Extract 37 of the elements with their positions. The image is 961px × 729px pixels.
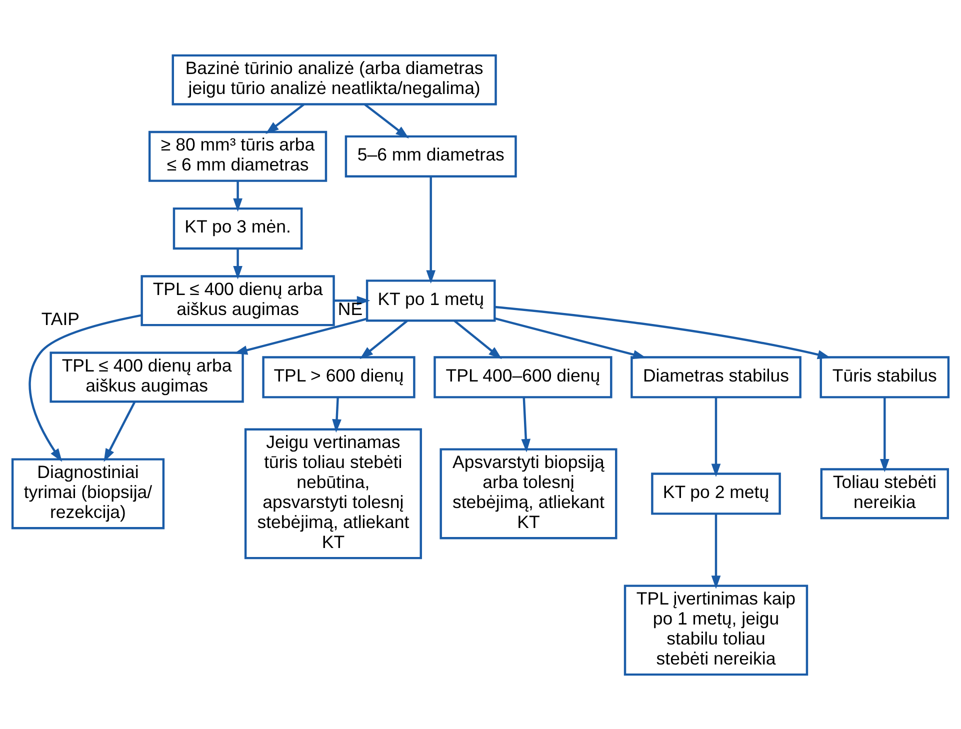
edge-label: TAIP <box>41 308 80 329</box>
node-box: ≥ 80 mm³ tūris arba ≤ 6 mm diametras <box>148 130 328 182</box>
arrow <box>494 316 646 359</box>
arrow <box>234 317 367 354</box>
arrow <box>28 314 142 462</box>
node-box: TPL > 600 dienų <box>262 356 416 398</box>
node-box: Toliau stebėti nereikia <box>820 468 949 519</box>
node-box: Diagnostiniai tyrimai (biopsija/ rezekcija) <box>11 458 165 529</box>
arrow <box>332 396 342 432</box>
arrow <box>521 396 531 452</box>
arrow <box>233 248 242 279</box>
arrow <box>711 513 721 588</box>
arrow <box>364 103 409 138</box>
arrow <box>711 396 721 477</box>
edge-label: NE <box>338 298 363 318</box>
arrow <box>233 180 242 212</box>
arrow <box>104 400 136 462</box>
node-box: Tūris stabilus <box>820 356 950 398</box>
node-box: Bazinė tūrinio analizė (arba diametras jeigu tūrio analizė neatlikta/negalima) <box>172 54 497 105</box>
arrow <box>880 396 890 472</box>
arrow <box>265 103 304 134</box>
node-box: KT po 1 metų <box>366 279 496 322</box>
node-box: Diametras stabilus <box>630 356 802 398</box>
arrow <box>426 176 436 284</box>
arrow <box>454 320 502 359</box>
arrow <box>494 305 831 359</box>
node-box: 5–6 mm diametras <box>344 134 517 177</box>
node-box: KT po 2 metų <box>651 472 781 514</box>
arrow <box>334 295 370 305</box>
node-box: TPL įvertinimas kaip po 1 metų, jeigu stabilu toliau stebėti nereikia <box>624 584 808 676</box>
node-box: Apsvarstyti biopsiją arba tolesnį stebėjimą, atliekant KT <box>440 448 618 539</box>
node-box: TPL ≤ 400 dienų arba aiškus augimas <box>140 274 335 326</box>
node-box: TPL ≤ 400 dienų arba aiškus augimas <box>50 351 244 402</box>
node-box: KT po 3 mėn. <box>172 206 303 250</box>
node-box: TPL 400–600 dienų <box>434 356 612 398</box>
arrow <box>360 320 408 359</box>
node-box: Jeigu vertinamas tūris toliau stebėti nebūtina, apsvarstyti tolesnį stebėjimą, atliekant KT <box>244 428 422 559</box>
